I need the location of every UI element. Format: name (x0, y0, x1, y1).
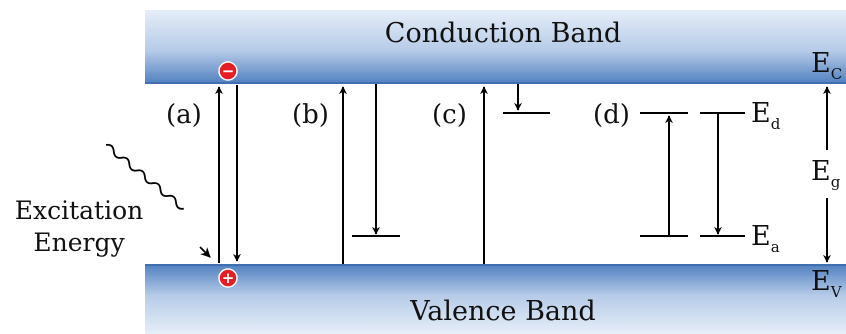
valence-edge-label: EV (811, 266, 843, 301)
excitation-label-line1: Excitation (15, 196, 144, 225)
electron-sign: − (222, 62, 235, 80)
case-b-label: (b) (292, 100, 329, 130)
electron-marker (218, 61, 238, 81)
excitation-label-line2: Energy (33, 228, 125, 257)
excitation-arrow-head (199, 246, 211, 258)
conduction-band (145, 10, 846, 84)
excitation-photon-arrow (105, 143, 184, 210)
valence-band (145, 264, 846, 334)
valence-band-label: Valence Band (409, 296, 595, 327)
acceptor-level-label: Ea (751, 221, 780, 256)
hole-marker (218, 268, 238, 288)
band-gap-label: Eg (811, 156, 841, 191)
conduction-edge-label: EC (811, 48, 842, 83)
donor-level-label: Ed (751, 98, 781, 133)
case-c-label: (c) (432, 100, 467, 130)
case-a-label: (a) (166, 100, 202, 130)
hole-sign: + (222, 269, 235, 287)
conduction-band-label: Conduction Band (385, 18, 621, 49)
case-d-label: (d) (593, 100, 630, 130)
